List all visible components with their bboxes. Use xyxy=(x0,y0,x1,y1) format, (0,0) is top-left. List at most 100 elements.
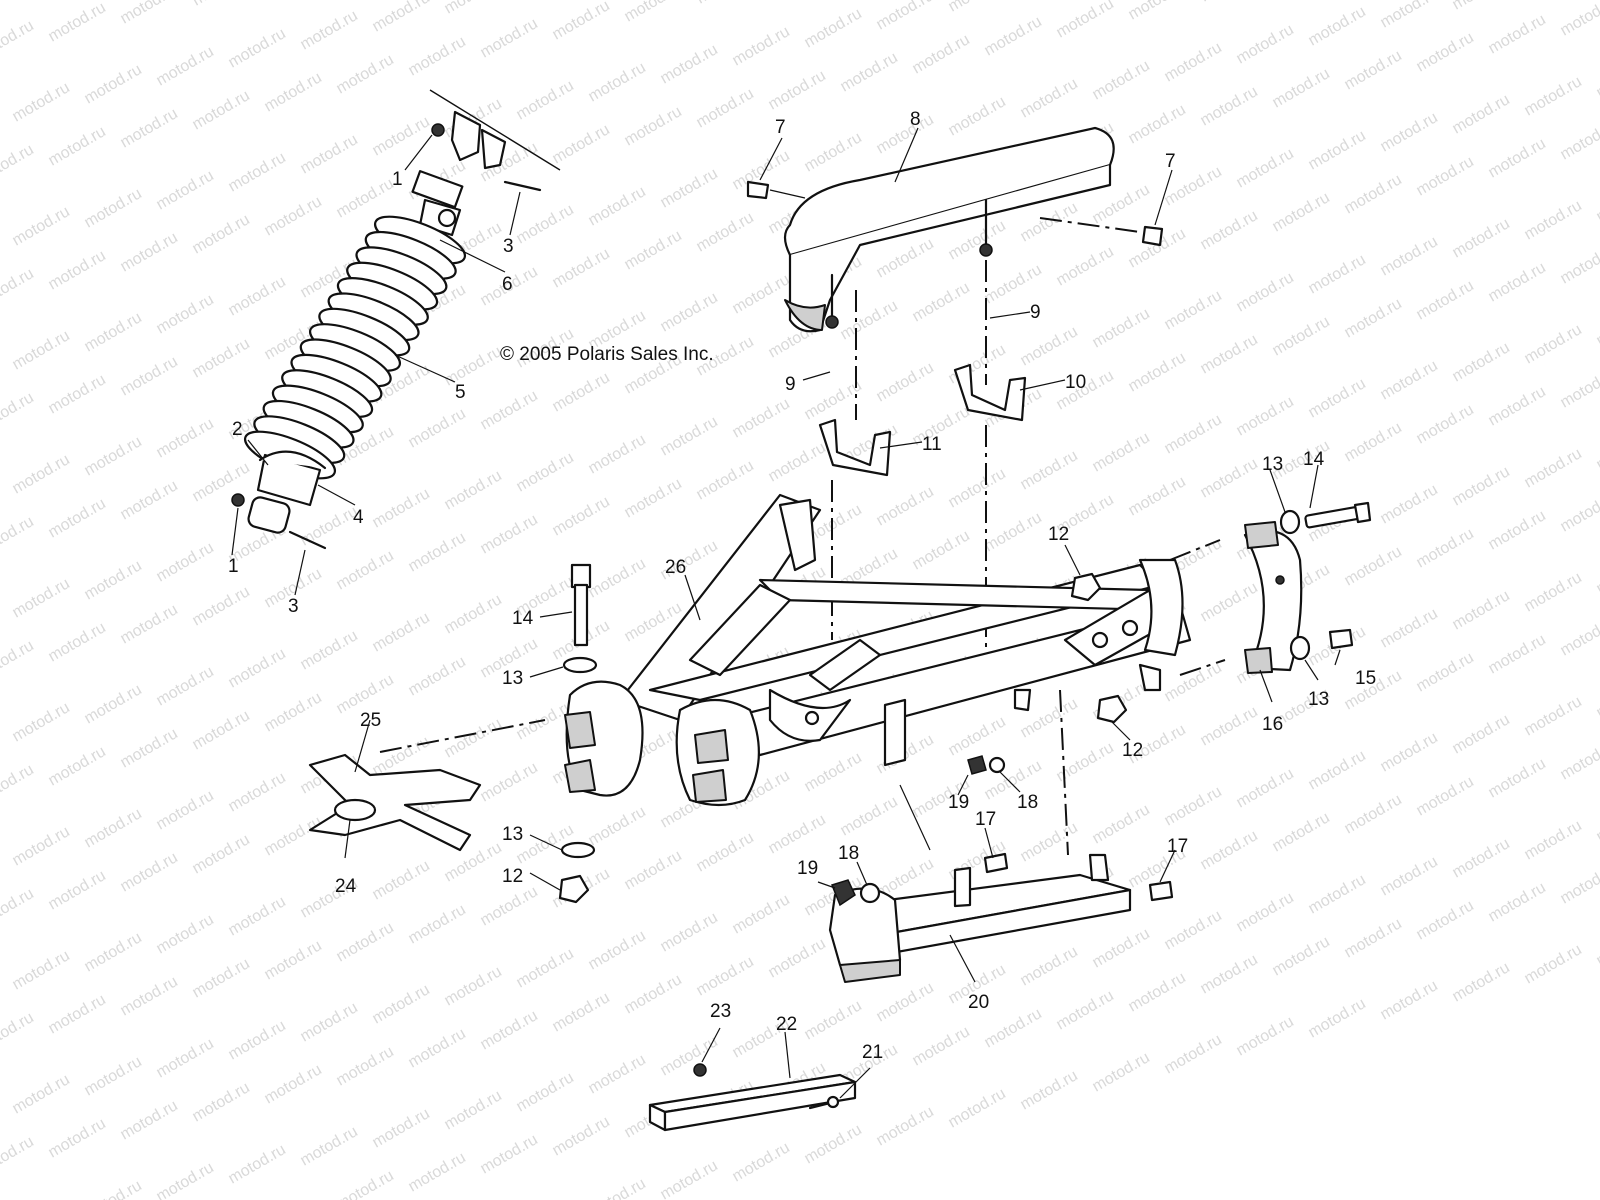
watermark-text: motod.ru xyxy=(0,637,37,683)
watermark-text: motod.ru xyxy=(442,715,505,761)
watermark-text: motod.ru xyxy=(946,713,1009,759)
callout-19: 19 xyxy=(948,792,969,813)
watermark-text: motod.ru xyxy=(370,857,433,903)
watermark-text: motod.ru xyxy=(1558,861,1600,907)
watermark-text: motod.ru xyxy=(406,529,469,575)
cross-plate xyxy=(308,719,546,852)
watermark-text: motod.ru xyxy=(1054,243,1117,289)
watermark-text: motod.ru xyxy=(1306,127,1369,173)
watermark-text: motod.ru xyxy=(118,1097,181,1143)
callout-17: 17 xyxy=(975,809,996,830)
callout-24: 24 xyxy=(335,876,357,897)
watermark-text: motod.ru xyxy=(1486,879,1549,925)
bolt-14-left xyxy=(560,563,598,859)
watermark-text: motod.ru xyxy=(946,1085,1009,1131)
watermark-text: motod.ru xyxy=(1414,773,1477,819)
watermark-text: motod.ru xyxy=(334,1167,397,1200)
watermark-text: motod.ru xyxy=(46,619,109,665)
watermark-text: motod.ru xyxy=(154,911,217,957)
watermark-text: motod.ru xyxy=(1378,977,1441,1023)
watermark-text: motod.ru xyxy=(1486,383,1549,429)
watermark-text: motod.ru xyxy=(694,953,757,999)
callout-10: 10 xyxy=(1065,372,1086,393)
watermark-text: motod.ru xyxy=(586,1051,649,1097)
watermark-text: motod.ru xyxy=(1126,101,1189,147)
watermark-text: motod.ru xyxy=(946,93,1009,139)
watermark-text: motod.ru xyxy=(370,609,433,655)
watermark-text: motod.ru xyxy=(622,103,685,149)
leader-lines xyxy=(231,127,1341,1099)
brackets-10-11 xyxy=(818,363,1027,650)
watermark-text: motod.ru xyxy=(298,1123,361,1169)
watermark-text: motod.ru xyxy=(1126,969,1189,1015)
watermark-text: motod.ru xyxy=(1306,375,1369,421)
watermark-text: motod.ru xyxy=(478,1131,541,1177)
watermark-text: motod.ru xyxy=(1558,737,1600,783)
watermark-text: motod.ru xyxy=(802,997,865,1043)
watermark-text: motod.ru xyxy=(118,477,181,523)
watermark-text: motod.ru xyxy=(1486,631,1549,677)
watermark-text: motod.ru xyxy=(226,25,289,71)
callout-17: 17 xyxy=(1167,836,1188,857)
watermark-text: motod.ru xyxy=(658,41,721,87)
watermark-text: motod.ru xyxy=(1090,57,1153,103)
watermark-text: motod.ru xyxy=(1486,11,1549,57)
watermark-text: motod.ru xyxy=(190,583,253,629)
watermark-text: motod.ru xyxy=(1054,0,1117,41)
watermark-text: motod.ru xyxy=(550,121,613,167)
watermark-text: motod.ru xyxy=(298,131,361,177)
watermark-text: motod.ru xyxy=(802,1121,865,1167)
watermark-text: motod.ru xyxy=(1558,117,1600,163)
bar-22 xyxy=(648,1063,857,1132)
watermark-text: motod.ru xyxy=(82,681,145,727)
watermark-text: motod.ru xyxy=(370,1105,433,1151)
watermark-text: motod.ru xyxy=(0,761,37,807)
watermark-text: motod.ru xyxy=(730,395,793,441)
watermark-text: motod.ru xyxy=(334,175,397,221)
watermark-text: motod.ru xyxy=(658,413,721,459)
watermark-text: motod.ru xyxy=(118,229,181,275)
watermark-text: motod.ru xyxy=(154,787,217,833)
watermark-text: motod.ru xyxy=(1342,295,1405,341)
watermark-text: motod.ru xyxy=(1414,525,1477,571)
watermark-text: motod.ru xyxy=(1018,819,1081,865)
watermark-text: motod.ru xyxy=(1522,693,1585,739)
watermark-text: motod.ru xyxy=(1198,207,1261,253)
watermark-text: motod.ru xyxy=(1198,703,1261,749)
watermark-text: motod.ru xyxy=(46,495,109,541)
watermark-text: motod.ru xyxy=(1594,799,1600,845)
watermark-text: motod.ru xyxy=(1558,365,1600,411)
watermark-text: motod.ru xyxy=(730,1139,793,1185)
watermark-text: motod.ru xyxy=(802,749,865,795)
watermark-text: motod.ru xyxy=(334,919,397,965)
watermark-text: motod.ru xyxy=(0,17,37,63)
bolts-9 xyxy=(825,198,993,420)
watermark-text: motod.ru xyxy=(550,493,613,539)
watermark-text: motod.ru xyxy=(550,369,613,415)
watermark-text: motod.ru xyxy=(1558,241,1600,287)
watermark-text: motod.ru xyxy=(1306,871,1369,917)
watermark-text: motod.ru xyxy=(1054,987,1117,1033)
watermark-text: motod.ru xyxy=(874,483,937,529)
watermark-text: motod.ru xyxy=(1234,269,1297,315)
watermark-text: motod.ru xyxy=(46,991,109,1037)
watermark-text: motod.ru xyxy=(1306,995,1369,1041)
watermark-text: motod.ru xyxy=(190,335,253,381)
watermark-text: motod.ru xyxy=(874,979,937,1025)
watermark-text: motod.ru xyxy=(0,389,37,435)
watermark-text: motod.ru xyxy=(1198,579,1261,625)
watermark-text: motod.ru xyxy=(1450,959,1513,1005)
watermark-text: motod.ru xyxy=(1018,943,1081,989)
watermark-text: motod.ru xyxy=(874,235,937,281)
watermark-text: motod.ru xyxy=(46,371,109,417)
watermark-text: motod.ru xyxy=(622,475,685,521)
watermark-text: motod.ru xyxy=(478,1007,541,1053)
watermark-text: motod.ru xyxy=(838,297,901,343)
watermark-text: motod.ru xyxy=(0,0,1,1)
callout-1: 1 xyxy=(228,556,239,577)
watermark-text: motod.ru xyxy=(514,945,577,991)
watermark-text: motod.ru xyxy=(1378,605,1441,651)
watermark-text: motod.ru xyxy=(334,547,397,593)
callout-25: 25 xyxy=(360,710,381,731)
watermark-text: motod.ru xyxy=(586,183,649,229)
